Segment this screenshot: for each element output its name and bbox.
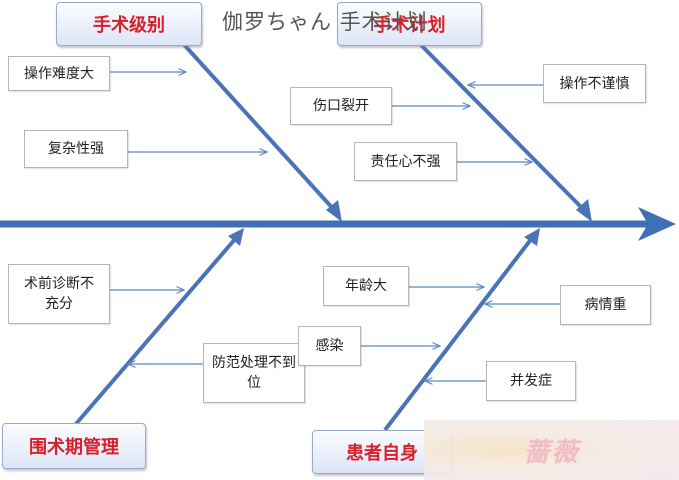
cause-careless-op: 操作不谨慎: [543, 64, 646, 103]
bone-patient: [383, 236, 534, 432]
diagram-title: 伽罗ちゃん 手术计划: [222, 10, 428, 34]
bone-surgery-level: [176, 36, 338, 214]
category-surgery-level: 手术级别: [56, 2, 202, 46]
category-perioperative: 围术期管理: [2, 423, 146, 469]
cause-responsibility: 责任心不强: [354, 142, 457, 181]
cause-wound-dehiscence: 伤口裂开: [290, 87, 392, 125]
cause-old-age: 年龄大: [323, 266, 409, 306]
cause-prevention: 防范处理不到位: [203, 343, 305, 403]
cause-severe-illness: 病情重: [560, 285, 651, 325]
bone-surgery-plan: [416, 40, 588, 214]
cause-infection: 感染: [298, 326, 361, 366]
watermark-text: 蔷薇: [523, 437, 580, 468]
cause-complexity: 复杂性强: [24, 130, 128, 168]
bone-perioperative-arrowhead: [228, 228, 244, 246]
cause-op-difficulty: 操作难度大: [8, 56, 110, 91]
bone-perioperative: [73, 236, 238, 427]
bone-patient-arrowhead: [524, 228, 540, 246]
spine-arrowhead: [638, 207, 676, 241]
category-surgery-plan: 手术计划: [337, 2, 482, 46]
cause-preop-diagnosis: 术前诊断不充分: [8, 264, 110, 324]
bone-surgery-plan-arrowhead: [576, 199, 592, 222]
watermark-logo: 蔷薇: [424, 420, 679, 480]
cause-complication: 并发症: [486, 361, 576, 401]
bone-surgery-level-arrowhead: [326, 200, 342, 222]
